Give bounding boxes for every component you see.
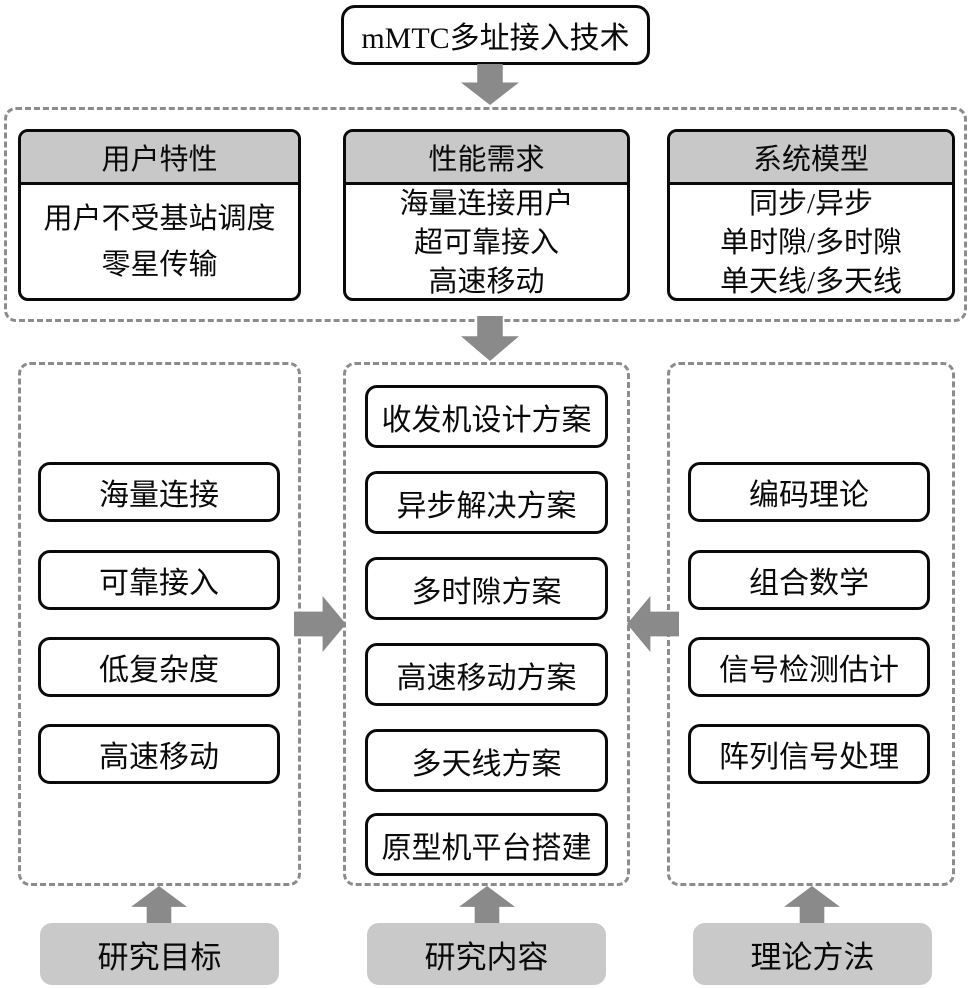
down-arrow-icon (461, 316, 519, 361)
item-label: 原型机平台搭建 (381, 831, 592, 865)
content-item-transceiver-design: 收发机设计方案 (365, 385, 608, 448)
footer-label-research-content: 研究内容 (367, 923, 606, 985)
panel-header-label: 系统模型 (752, 144, 869, 176)
panel-system-model-body: 同步/异步 单时隙/多时隙 单天线/多天线 (670, 185, 952, 298)
content-item-prototype-platform: 原型机平台搭建 (365, 813, 608, 876)
item-label: 海量连接 (99, 479, 219, 512)
panel-system-model: 系统模型 同步/异步 单时隙/多时隙 单天线/多天线 (667, 129, 955, 301)
theory-item-coding-theory: 编码理论 (688, 462, 930, 522)
up-arrow-icon (459, 886, 515, 924)
item-label: 多天线方案 (411, 747, 562, 781)
panel-body-line: 同步/异步 (748, 188, 874, 220)
item-label: 阵列信号处理 (719, 741, 899, 774)
item-label: 收发机设计方案 (381, 403, 592, 437)
content-item-multislot-solution: 多时隙方案 (365, 557, 608, 620)
footer-label-text: 研究目标 (97, 939, 222, 975)
goal-item-high-mobility: 高速移动 (38, 724, 280, 784)
goal-item-low-complexity: 低复杂度 (38, 637, 280, 697)
theory-methods-group (667, 362, 955, 886)
theory-item-combinatorics: 组合数学 (688, 550, 930, 610)
item-label: 编码理论 (749, 479, 869, 512)
content-item-async-solution: 异步解决方案 (365, 471, 608, 534)
goal-item-massive-connectivity: 海量连接 (38, 462, 280, 522)
footer-label-text: 理论方法 (750, 939, 875, 975)
panel-performance-requirements: 性能需求 海量连接用户 超可靠接入 高速移动 (343, 129, 630, 301)
theory-item-array-signal-processing: 阵列信号处理 (688, 724, 930, 784)
item-label: 信号检测估计 (719, 654, 899, 687)
item-label: 低复杂度 (99, 654, 219, 687)
panel-body-line: 零星传输 (101, 248, 218, 281)
panel-body-line: 单时隙/多时隙 (719, 227, 903, 259)
item-label: 组合数学 (749, 567, 869, 600)
content-item-high-mobility-solution: 高速移动方案 (365, 643, 608, 706)
research-goals-group (18, 362, 301, 886)
up-arrow-icon (131, 886, 187, 924)
item-label: 高速移动方案 (396, 661, 577, 695)
panel-user-characteristics: 用户特性 用户不受基站调度 零星传输 (18, 129, 301, 301)
item-label: 多时隙方案 (411, 575, 562, 609)
panel-performance-requirements-header: 性能需求 (346, 132, 627, 185)
panel-body-line: 用户不受基站调度 (43, 202, 276, 235)
item-label: 可靠接入 (99, 567, 219, 600)
panel-performance-requirements-body: 海量连接用户 超可靠接入 高速移动 (346, 185, 627, 298)
panel-header-label: 用户特性 (101, 144, 218, 176)
panel-user-characteristics-body: 用户不受基站调度 零星传输 (21, 185, 298, 298)
item-label: 高速移动 (99, 741, 219, 774)
theory-item-signal-detection-estimation: 信号检测估计 (688, 637, 930, 697)
footer-label-research-goals: 研究目标 (40, 923, 279, 985)
goal-item-reliable-access: 可靠接入 (38, 550, 280, 610)
panel-body-line: 单天线/多天线 (719, 266, 903, 298)
panel-body-line: 高速移动 (428, 266, 545, 298)
item-label: 异步解决方案 (396, 489, 577, 523)
panel-user-characteristics-header: 用户特性 (21, 132, 298, 185)
panel-system-model-header: 系统模型 (670, 132, 952, 185)
root-node-label: mMTC多址接入技术 (361, 22, 630, 55)
footer-label-text: 研究内容 (424, 939, 549, 975)
root-node: mMTC多址接入技术 (341, 5, 650, 65)
panel-body-line: 海量连接用户 (399, 188, 574, 220)
panel-header-label: 性能需求 (428, 144, 545, 176)
down-arrow-icon (461, 64, 519, 105)
right-arrow-icon (294, 596, 346, 652)
footer-label-theory-methods: 理论方法 (693, 923, 932, 985)
content-item-multiantenna-solution: 多天线方案 (365, 729, 608, 792)
up-arrow-icon (784, 886, 840, 924)
panel-body-line: 超可靠接入 (413, 227, 559, 259)
